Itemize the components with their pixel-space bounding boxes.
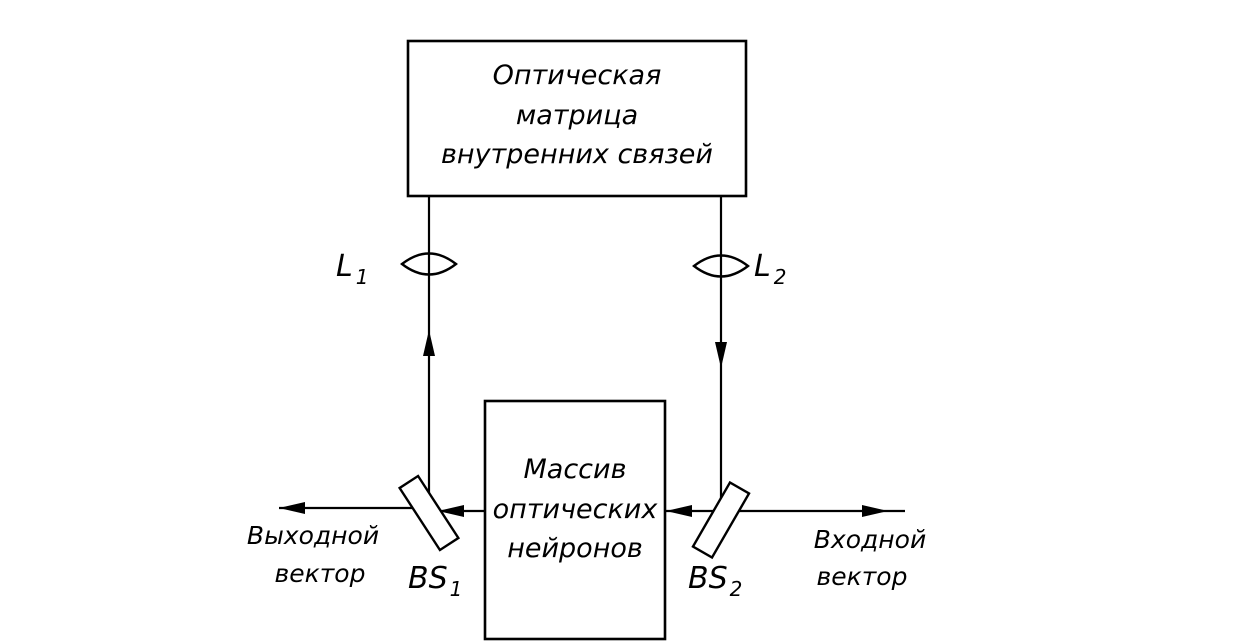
matrix-box-line-2: матрица — [516, 100, 638, 131]
up-arrowhead — [423, 330, 435, 356]
output-vector-line-1: Выходной — [247, 521, 379, 550]
neuron-box-line-3: нейронов — [507, 533, 643, 564]
matrix-box: Оптическая матрица внутренних связей — [406, 39, 748, 198]
output-arrowhead — [279, 502, 305, 514]
output-vector-line-2: вектор — [275, 559, 366, 588]
input-beam — [665, 505, 905, 517]
neuron-box-line-2: оптических — [493, 494, 659, 525]
lens-1-shape — [400, 252, 458, 276]
matrix-box-frame — [406, 39, 748, 198]
neuron-box-frame — [483, 399, 667, 641]
input-vector-line-2: вектор — [817, 562, 908, 591]
input-vector-line-1: Входной — [814, 525, 926, 554]
matrix-box-line-1: Оптическая — [493, 60, 662, 91]
input-vector-label: Входной вектор — [814, 525, 926, 591]
matrix-box-line-3: внутренних связей — [441, 139, 713, 170]
input-arrowhead-to-neurons — [666, 505, 692, 517]
input-arrowhead-in — [862, 505, 888, 517]
right-beam — [715, 196, 727, 510]
lens-2-shape — [692, 254, 750, 278]
internal-arrowhead — [438, 505, 464, 517]
output-vector-label: Выходной вектор — [247, 521, 379, 588]
neuron-box-line-1: Массив — [524, 454, 627, 485]
beam-splitter-1-plate — [397, 474, 461, 552]
neuron-box: Массив оптических нейронов — [483, 399, 667, 641]
down-arrowhead — [715, 342, 727, 368]
output-beam — [279, 502, 429, 514]
beam-splitter-2-plate — [691, 480, 751, 560]
left-beam — [423, 196, 435, 510]
